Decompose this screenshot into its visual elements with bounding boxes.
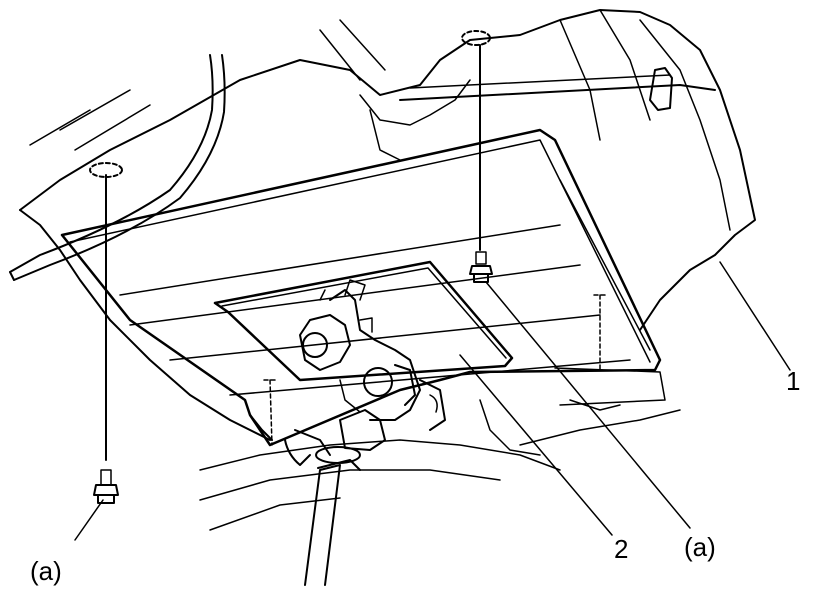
bolt-right [461,30,691,529]
steering-shaft-assembly [284,279,446,586]
bolt-left [74,162,123,541]
inner-cover-plate [213,260,514,382]
callout-fastener-right: (a) [684,532,716,562]
callout-part-1: 1 [786,366,801,396]
vehicle-underbody [9,9,756,531]
leader-line-1 [719,261,791,371]
callout-part-2: 2 [614,534,629,564]
callout-fastener-left: (a) [30,556,62,586]
undercover-panel [60,128,666,447]
leader-line-2 [459,354,613,536]
hidden-fastener-marks [263,294,607,446]
